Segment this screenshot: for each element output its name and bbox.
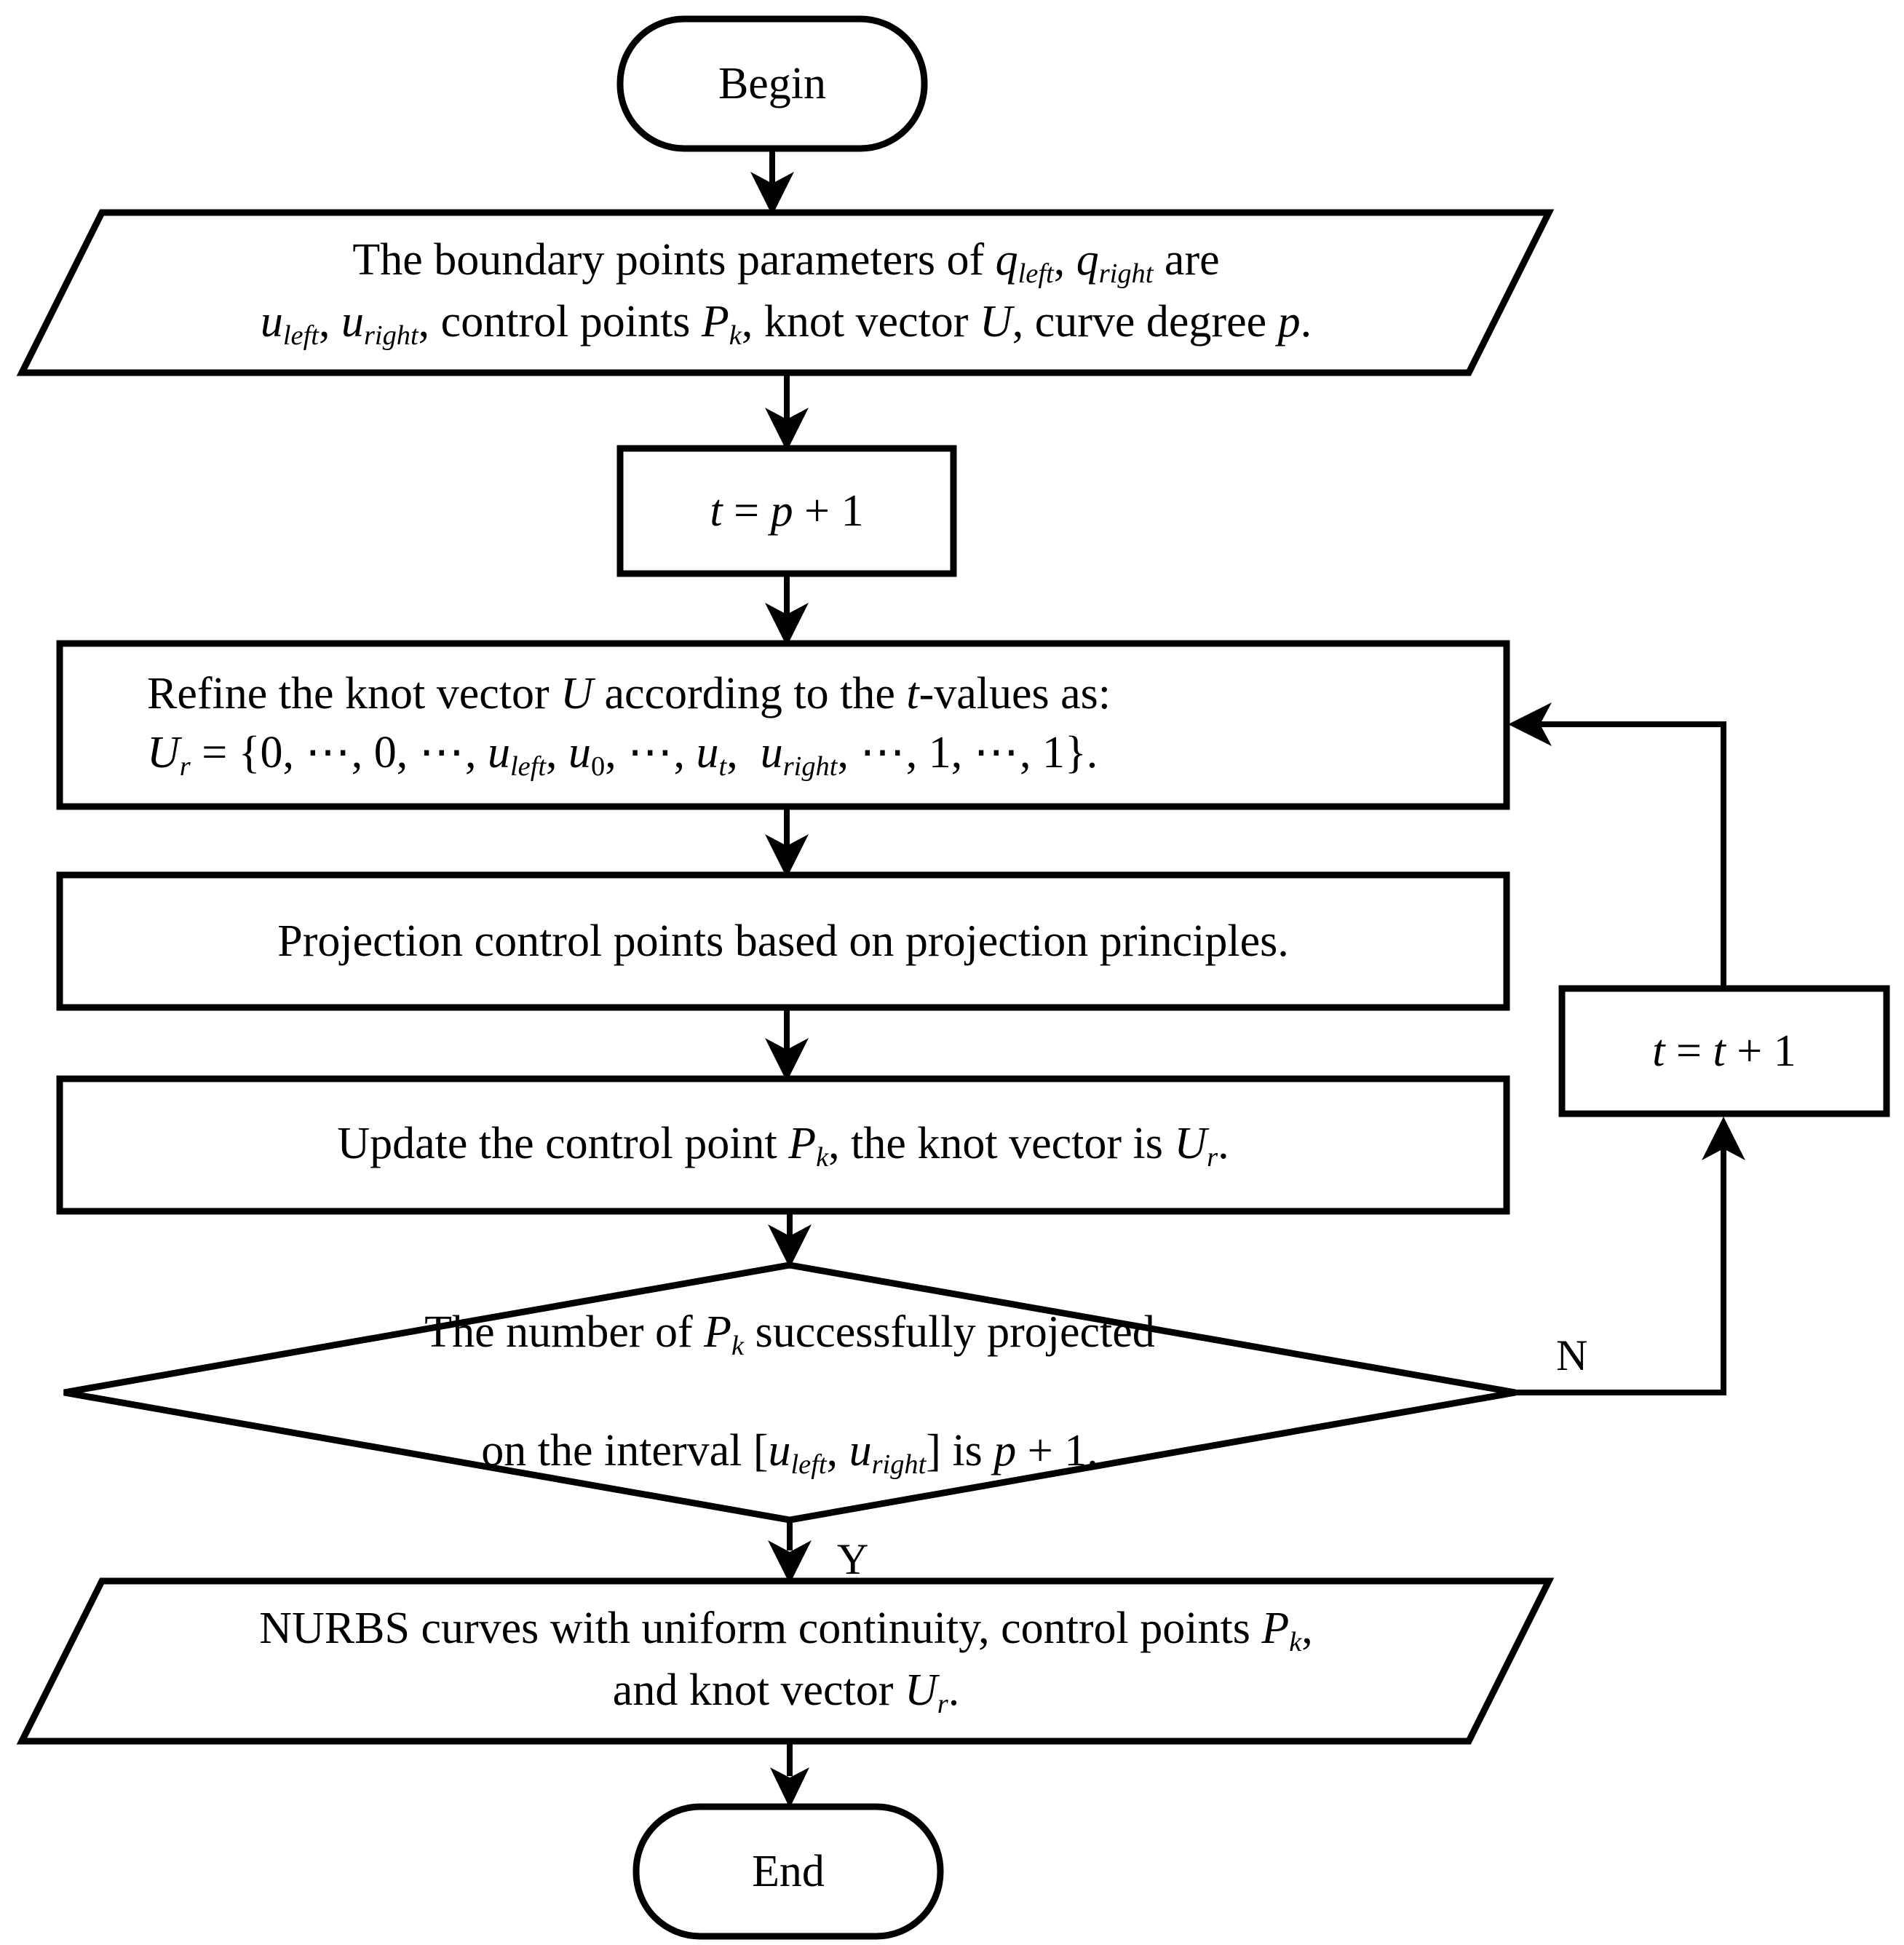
connector-init-to-refine (765, 574, 809, 646)
connector-input-to-init (765, 373, 809, 451)
connector-increment-to-refine (1508, 702, 1726, 989)
output-parallelogram-shape (16, 1577, 1555, 1745)
connector-begin-to-input (750, 148, 794, 215)
projection-box-shape (56, 871, 1510, 1011)
connector-projection-to-update (765, 1007, 809, 1082)
decision-diamond-shape (63, 1261, 1516, 1524)
connector-update-to-decision (768, 1211, 812, 1268)
update-box-shape (56, 1075, 1510, 1215)
input-parallelogram-shape (16, 209, 1555, 376)
end-terminator-shape (632, 1803, 944, 1940)
branch-label-no: N (1556, 1331, 1588, 1379)
connector-refine-to-projection (765, 807, 809, 878)
connector-output-to-end (770, 1741, 809, 1808)
connector-decision-yes-to-output (768, 1520, 812, 1584)
init-t-box-shape (616, 445, 957, 577)
connector-decision-no-to-increment (1515, 1117, 1745, 1395)
branch-label-yes: Y (837, 1535, 869, 1583)
refine-box-shape (56, 640, 1510, 810)
begin-terminator-shape (616, 15, 928, 152)
increment-t-box-shape (1558, 985, 1890, 1117)
